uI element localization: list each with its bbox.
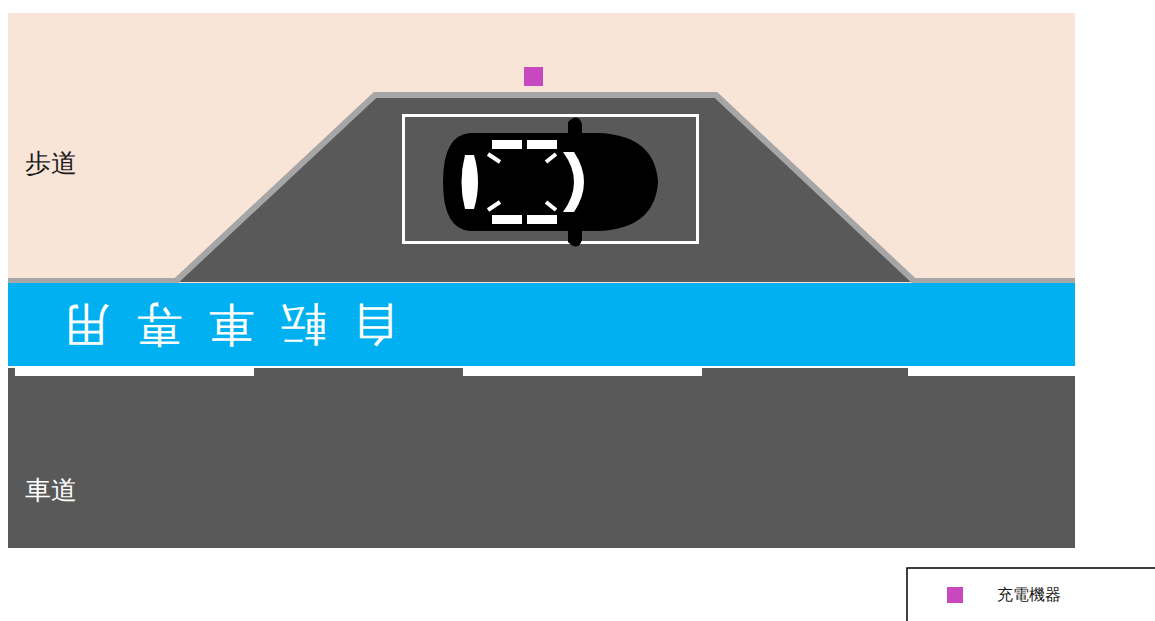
sidewalk-label: 歩道 [25, 146, 77, 181]
legend-frame [907, 568, 1155, 621]
parking-space [404, 116, 698, 243]
bike-lane-band: 自転車専用 [8, 283, 1075, 366]
lane-marking-text: 自転車専用 [38, 302, 398, 348]
roadway [8, 368, 1075, 548]
charging-bay [176, 95, 914, 282]
lane-dash [908, 365, 1075, 376]
legend-text: 充電機器 [997, 585, 1061, 606]
legend-swatch [947, 587, 963, 603]
sidewalk [8, 13, 1075, 283]
car-icon [443, 117, 658, 246]
curb [8, 95, 1075, 281]
lane-dash [15, 365, 254, 376]
charger-symbol [524, 67, 543, 86]
lane-dash [463, 365, 702, 376]
roadway-label: 車道 [25, 473, 77, 508]
